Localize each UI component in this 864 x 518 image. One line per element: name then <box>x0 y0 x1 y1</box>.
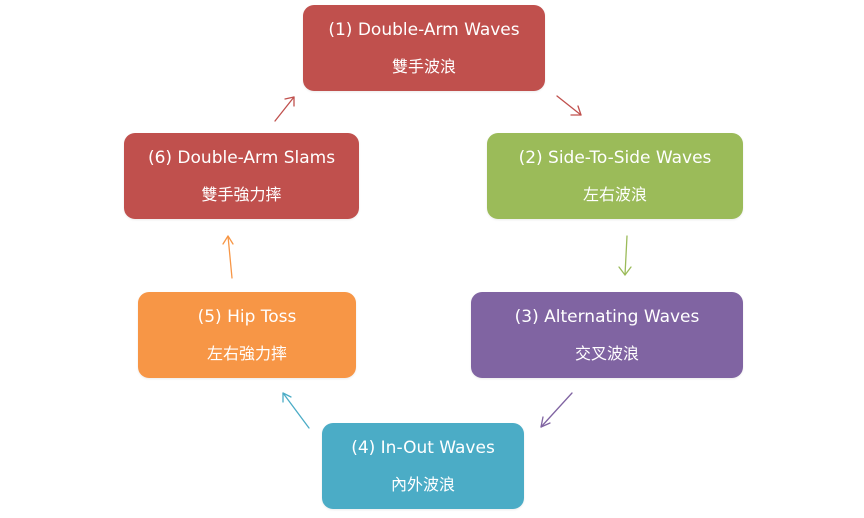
arrow-line <box>282 392 310 429</box>
arrow-line <box>556 95 582 116</box>
arrow-line <box>274 96 295 122</box>
step-4-in-out-waves: (4) In-Out Waves 內外波浪 <box>322 423 524 509</box>
arrow-head <box>570 105 582 116</box>
step-label-zh: 交叉波浪 <box>574 344 639 363</box>
arrow-3-to-4 <box>540 392 573 428</box>
arrow-line <box>624 235 628 276</box>
arrow-head <box>282 392 292 403</box>
arrow-head <box>618 266 632 276</box>
step-3-alternating-waves: (3) Alternating Waves 交叉波浪 <box>471 292 743 378</box>
step-6-double-arm-slams: (6) Double-Arm Slams 雙手強力摔 <box>124 133 359 219</box>
step-label-zh: 左右波浪 <box>582 185 647 204</box>
step-label-zh: 左右強力摔 <box>206 344 287 363</box>
step-label-en: (3) Alternating Waves <box>514 307 700 327</box>
step-label-en: (6) Double-Arm Slams <box>147 148 336 168</box>
arrow-head <box>284 96 295 107</box>
step-label-en: (1) Double-Arm Waves <box>328 20 520 40</box>
step-label-zh: 內外波浪 <box>390 475 455 494</box>
step-label-en: (2) Side-To-Side Waves <box>518 148 712 168</box>
arrow-1-to-2 <box>556 95 582 116</box>
arrow-2-to-3 <box>618 235 632 276</box>
arrow-line <box>540 392 573 428</box>
arrow-head <box>540 416 551 428</box>
arrow-line <box>227 235 233 279</box>
step-1-double-arm-waves: (1) Double-Arm Waves 雙手波浪 <box>303 5 545 91</box>
step-label-zh: 雙手強力摔 <box>201 185 282 204</box>
step-5-hip-toss: (5) Hip Toss 左右強力摔 <box>138 292 356 378</box>
step-label-zh: 雙手波浪 <box>391 57 456 76</box>
arrow-6-to-1 <box>274 96 295 122</box>
step-2-side-to-side-waves: (2) Side-To-Side Waves 左右波浪 <box>487 133 743 219</box>
arrow-4-to-5 <box>282 392 310 429</box>
step-label-en: (5) Hip Toss <box>197 307 297 327</box>
arrow-head <box>222 235 234 245</box>
step-label-en: (4) In-Out Waves <box>351 438 495 458</box>
arrow-5-to-6 <box>222 235 234 279</box>
